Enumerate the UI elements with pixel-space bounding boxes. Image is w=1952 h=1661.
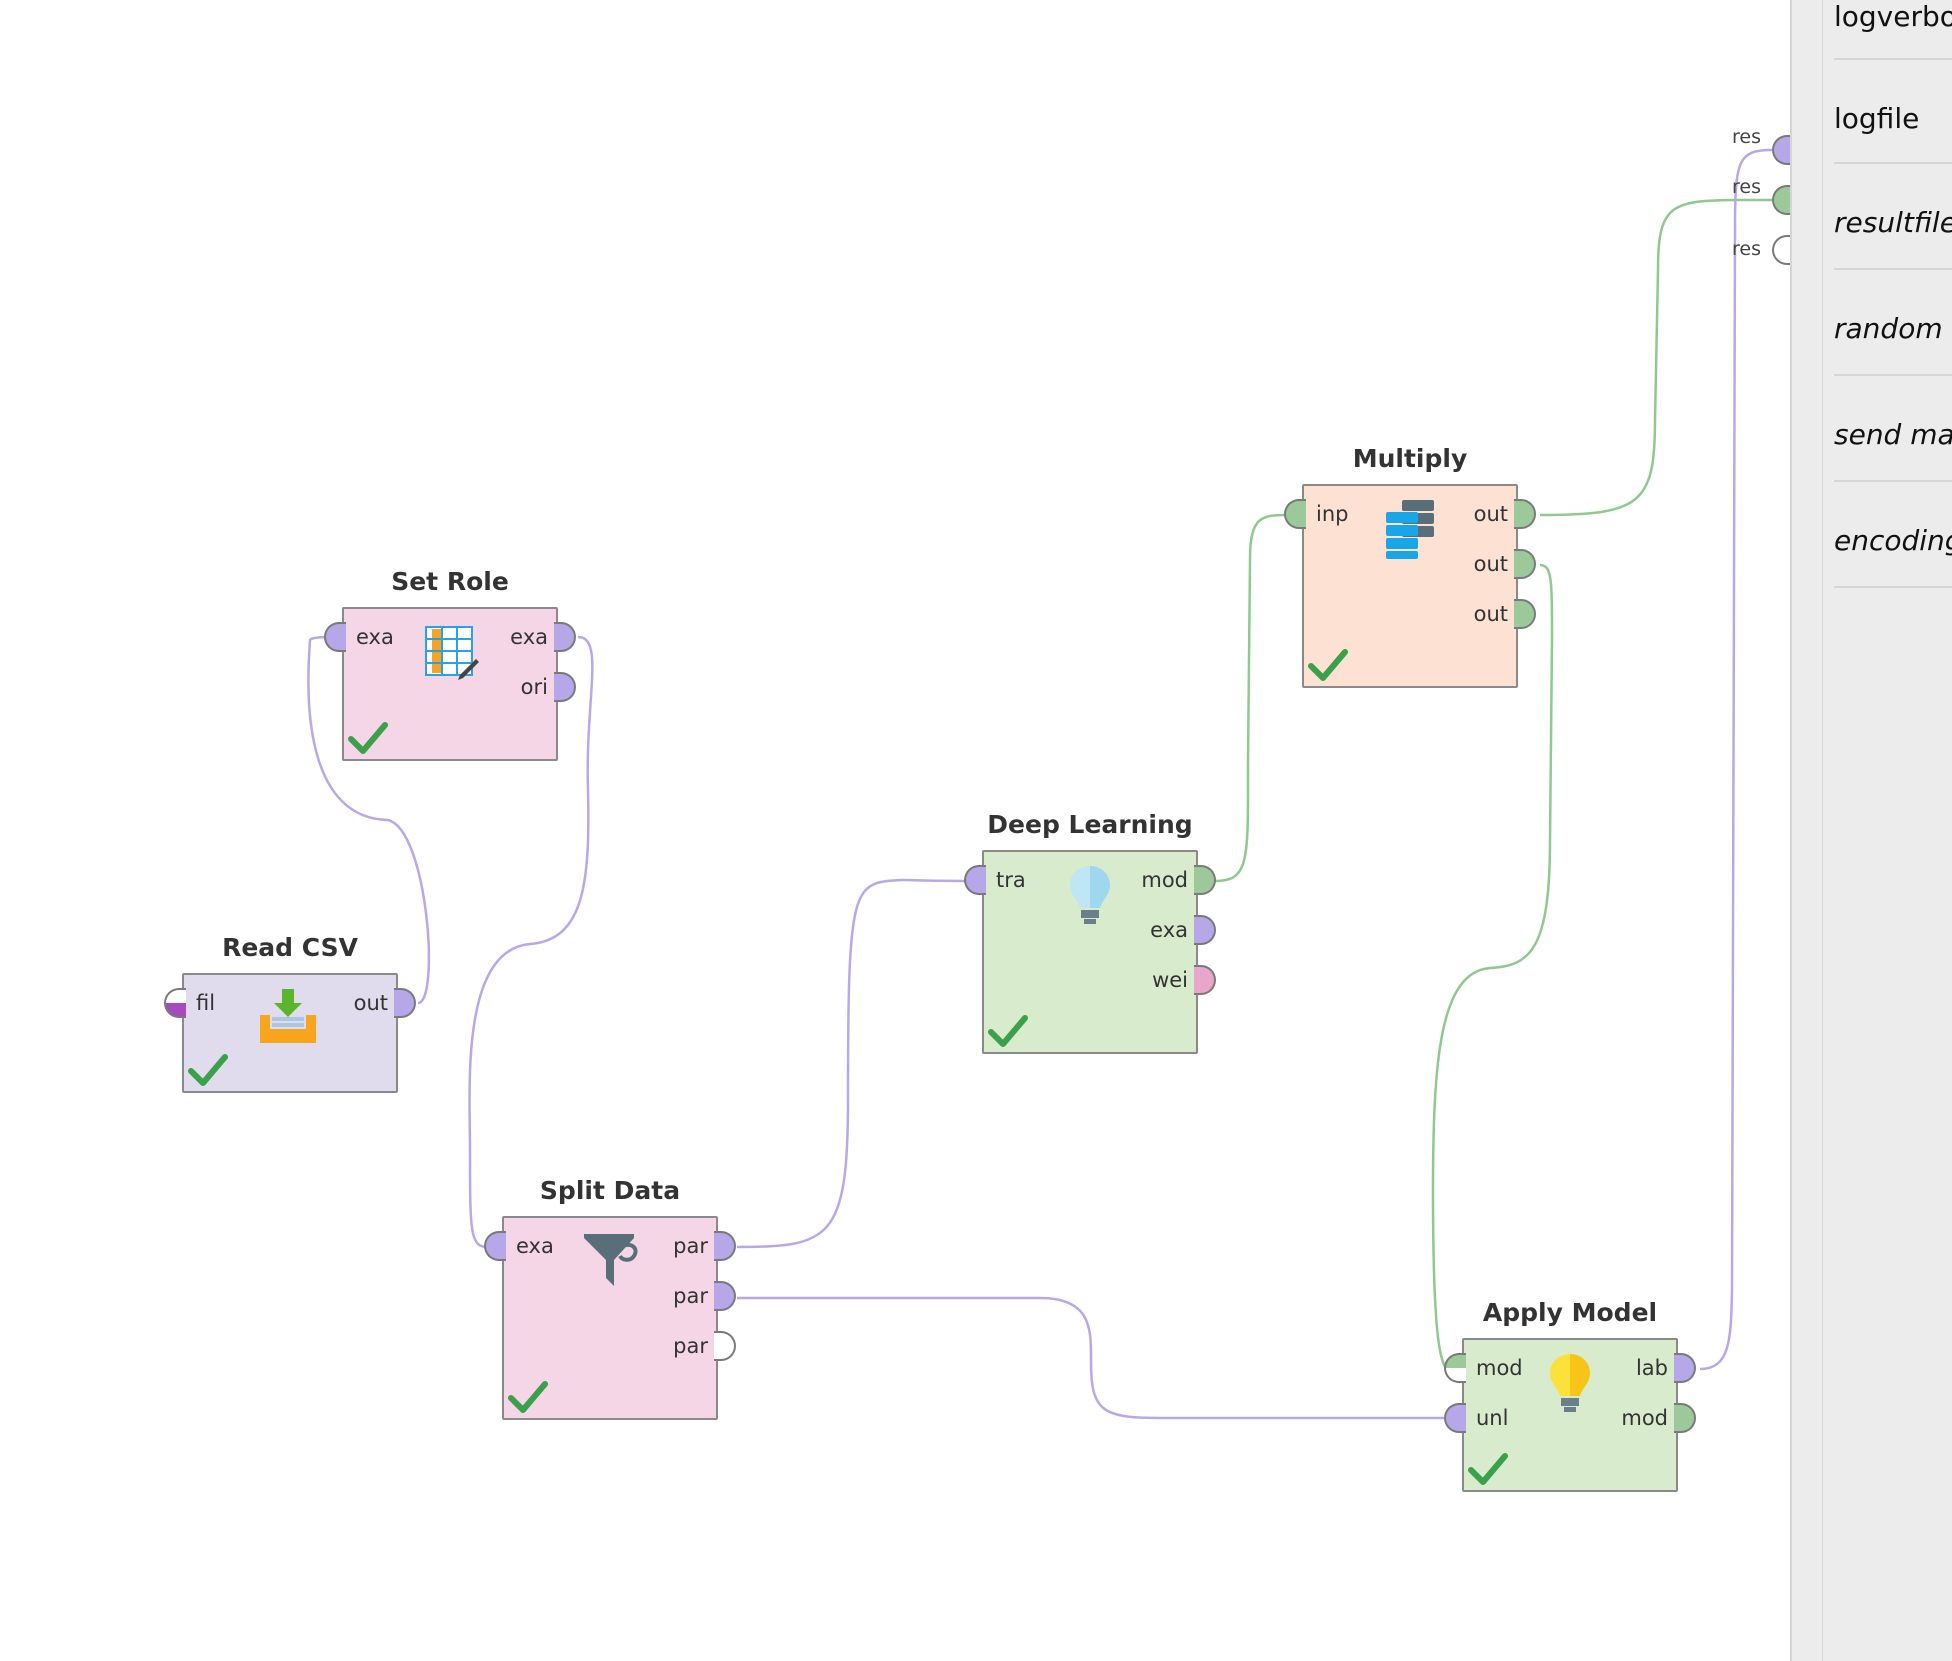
result-port-label: res bbox=[1732, 176, 1761, 198]
wire-split-to-deep-learning bbox=[736, 878, 966, 1249]
parameter-label: logverbo bbox=[1834, 0, 1952, 33]
port-label: par bbox=[673, 1234, 708, 1258]
result-port-3[interactable] bbox=[1772, 235, 1790, 265]
lightbulb-yellow-icon bbox=[1550, 1354, 1590, 1412]
port-label: ori bbox=[520, 675, 548, 699]
output-port-out[interactable] bbox=[394, 988, 416, 1018]
parameter-row[interactable]: send ma bbox=[1834, 378, 1952, 482]
lightbulb-blue-icon bbox=[1070, 866, 1110, 924]
wire-multiply-to-result bbox=[1539, 198, 1772, 517]
status-check-icon bbox=[1468, 1453, 1508, 1485]
port-label: wei bbox=[1152, 968, 1188, 992]
operator-apply-model[interactable]: Apply Model mod unl lab mod bbox=[1444, 1298, 1696, 1492]
parameter-label: encoding bbox=[1834, 524, 1952, 557]
output-port-par-2[interactable] bbox=[714, 1281, 736, 1311]
parameter-row[interactable]: encoding bbox=[1834, 484, 1952, 588]
operator-title: Deep Learning bbox=[987, 810, 1193, 839]
operator-multiply[interactable]: Multiply inp out out out bbox=[1284, 444, 1536, 688]
wire-set-role-to-split-data bbox=[468, 635, 594, 1249]
output-port-exa[interactable] bbox=[554, 622, 576, 652]
port-label: mod bbox=[1621, 1406, 1668, 1430]
port-label: exa bbox=[356, 625, 394, 649]
port-label: tra bbox=[996, 868, 1026, 892]
input-port-mod[interactable] bbox=[1444, 1353, 1466, 1383]
connection-wires bbox=[307, 148, 1773, 1420]
output-port-lab[interactable] bbox=[1674, 1353, 1696, 1383]
parameter-row[interactable]: resultfile bbox=[1834, 166, 1952, 270]
result-port-label: res bbox=[1732, 238, 1761, 260]
output-port-mod[interactable] bbox=[1194, 865, 1216, 895]
output-port-par-3[interactable] bbox=[714, 1331, 736, 1361]
funnel-icon bbox=[584, 1234, 638, 1286]
output-port-out-3[interactable] bbox=[1514, 599, 1536, 629]
parameter-label: resultfile bbox=[1834, 206, 1952, 239]
port-label: out bbox=[353, 991, 388, 1015]
wire-multiply-to-apply-model bbox=[1431, 563, 1554, 1374]
output-port-out-2[interactable] bbox=[1514, 549, 1536, 579]
port-label: exa bbox=[510, 625, 548, 649]
status-check-icon bbox=[508, 1381, 548, 1413]
port-label: par bbox=[673, 1284, 708, 1308]
parameter-label: logfile bbox=[1834, 102, 1920, 135]
parameter-row[interactable]: random bbox=[1834, 272, 1952, 376]
input-port-inp[interactable] bbox=[1284, 499, 1306, 529]
parameter-label: random bbox=[1834, 312, 1943, 345]
result-port-1[interactable] bbox=[1772, 135, 1790, 165]
input-port-exa[interactable] bbox=[324, 622, 346, 652]
wire-deep-learning-to-multiply bbox=[1214, 513, 1291, 883]
input-port-unl[interactable] bbox=[1444, 1403, 1466, 1433]
parameter-row[interactable]: logfile bbox=[1834, 60, 1952, 164]
output-port-par-1[interactable] bbox=[714, 1231, 736, 1261]
port-label: fil bbox=[196, 991, 216, 1015]
result-port-label: res bbox=[1732, 126, 1761, 148]
status-check-icon bbox=[988, 1015, 1028, 1047]
operator-deep-learning[interactable]: Deep Learning tra mod exa wei bbox=[964, 810, 1216, 1054]
port-label: lab bbox=[1635, 1356, 1668, 1380]
operator-read-csv[interactable]: Read CSV fil out bbox=[164, 933, 416, 1093]
parameter-label: send ma bbox=[1834, 418, 1952, 451]
port-label: out bbox=[1473, 602, 1508, 626]
stack-copy-icon bbox=[1386, 500, 1434, 559]
wire-split-to-apply-model bbox=[737, 1296, 1452, 1420]
port-label: par bbox=[673, 1334, 708, 1358]
input-port-tra[interactable] bbox=[964, 865, 986, 895]
port-label: mod bbox=[1476, 1356, 1523, 1380]
port-label: out bbox=[1473, 502, 1508, 526]
port-label: out bbox=[1473, 552, 1508, 576]
status-check-icon bbox=[1308, 649, 1348, 681]
operator-title: Split Data bbox=[539, 1176, 681, 1205]
operator-title: Apply Model bbox=[1482, 1298, 1658, 1327]
output-port-mod[interactable] bbox=[1674, 1403, 1696, 1433]
status-check-icon bbox=[188, 1054, 228, 1086]
output-port-exa[interactable] bbox=[1194, 915, 1216, 945]
operator-title: Read CSV bbox=[222, 933, 358, 962]
port-label: exa bbox=[516, 1234, 554, 1258]
input-port-fil[interactable] bbox=[164, 988, 186, 1018]
download-tray-icon bbox=[260, 989, 316, 1043]
operator-title: Set Role bbox=[391, 567, 509, 596]
port-label: inp bbox=[1316, 502, 1349, 526]
output-port-out-1[interactable] bbox=[1514, 499, 1536, 529]
parameters-panel: logverbo logfile resultfile random send … bbox=[1790, 0, 1952, 1661]
wire-apply-model-to-result bbox=[1699, 148, 1773, 1371]
operator-title: Multiply bbox=[1352, 444, 1468, 473]
port-label: unl bbox=[1476, 1406, 1509, 1430]
wire-read-csv-to-set-role bbox=[307, 635, 431, 1005]
parameter-row[interactable]: logverbo bbox=[1834, 0, 1952, 60]
port-label: exa bbox=[1150, 918, 1188, 942]
panel-strip bbox=[1792, 0, 1823, 1661]
output-port-ori[interactable] bbox=[554, 672, 576, 702]
status-check-icon bbox=[348, 722, 388, 754]
operator-split-data[interactable]: Split Data exa par par par bbox=[484, 1176, 736, 1420]
operator-set-role[interactable]: Set Role exa exa ori bbox=[324, 567, 576, 761]
input-port-exa[interactable] bbox=[484, 1231, 506, 1261]
output-port-wei[interactable] bbox=[1194, 965, 1216, 995]
table-edit-icon bbox=[425, 626, 479, 680]
result-port-2[interactable] bbox=[1772, 185, 1790, 215]
port-label: mod bbox=[1141, 868, 1188, 892]
process-canvas[interactable]: Set Role exa exa ori Read CSV fil out bbox=[0, 0, 1790, 1661]
